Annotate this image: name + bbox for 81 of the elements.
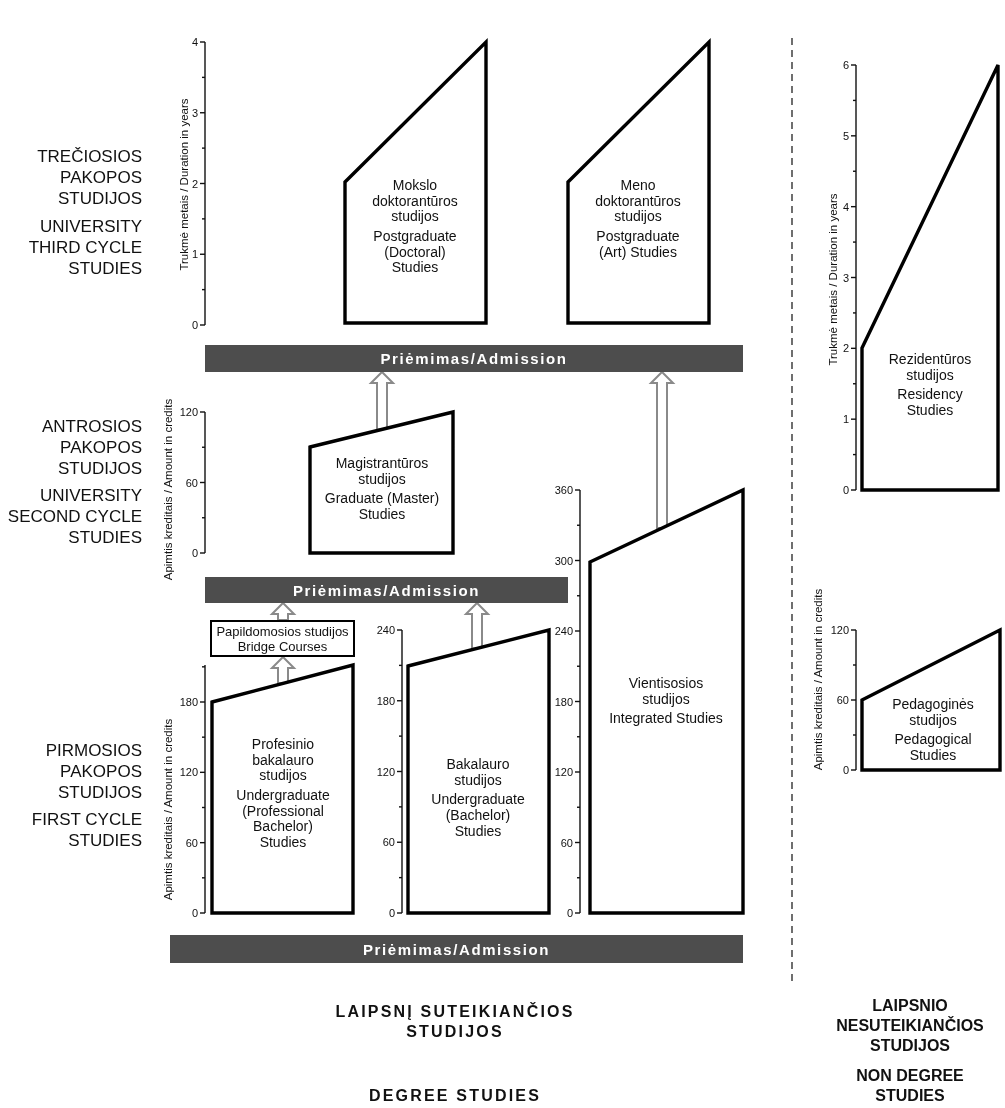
tick-label: 6 bbox=[841, 59, 849, 71]
node-text: Postgraduate (Doctoral) Studies bbox=[372, 229, 458, 277]
node-text: Pedagoginės studijos bbox=[891, 697, 975, 729]
level-heading: PIRMOSIOS PAKOPOS STUDIJOS bbox=[44, 740, 142, 803]
section-heading: NON DEGREE STUDIES bbox=[855, 1066, 965, 1106]
axis-title: Trukmė metais / Duration in years bbox=[177, 97, 191, 273]
node-text: Graduate (Master) Studies bbox=[323, 491, 441, 523]
study-shape bbox=[210, 663, 355, 915]
study-shape bbox=[308, 410, 455, 555]
axis-title: Apimtis kreditais / Amount in credits bbox=[161, 717, 175, 903]
arrow bbox=[648, 370, 676, 530]
study-shape bbox=[406, 628, 551, 915]
tick-label: 60 bbox=[184, 836, 198, 849]
tick-label: 0 bbox=[190, 319, 198, 331]
tick-label: 0 bbox=[565, 907, 573, 919]
tick-label: 180 bbox=[553, 695, 573, 708]
tick-label: 60 bbox=[835, 694, 849, 706]
tick-label: 240 bbox=[375, 624, 395, 636]
tick-label: 0 bbox=[190, 907, 198, 919]
bar-label: Priėmimas/Admission bbox=[362, 940, 551, 958]
admission-bar bbox=[205, 577, 568, 603]
tick-label: 120 bbox=[178, 766, 198, 779]
axis-title: Trukmė metais / Duration in years bbox=[826, 192, 840, 368]
tick-label: 120 bbox=[553, 766, 573, 778]
tick-label: 360 bbox=[553, 484, 573, 496]
node-text: Vientisosios studijos bbox=[627, 676, 705, 708]
node-text: Undergraduate (Bachelor) Studies bbox=[430, 792, 526, 840]
node-text: Mokslo doktorantūros studijos bbox=[371, 178, 459, 225]
tick-label: 1 bbox=[841, 413, 849, 426]
tick-label: 60 bbox=[381, 836, 395, 849]
node-text: Profesinio bakalauro studijos bbox=[250, 737, 316, 784]
tick-label: 5 bbox=[841, 129, 849, 142]
node-text: Meno doktorantūros studijos bbox=[594, 178, 682, 225]
node-text: Residency Studies bbox=[896, 387, 964, 419]
section-heading: DEGREE STUDIES bbox=[367, 1086, 543, 1106]
study-shape bbox=[566, 40, 711, 325]
study-shape bbox=[860, 63, 1000, 492]
node-text: Magistrantūros studijos bbox=[334, 456, 430, 488]
admission-bar bbox=[170, 935, 743, 963]
course-box bbox=[210, 620, 355, 657]
node-text: Rezidentūros studijos bbox=[887, 352, 973, 384]
level-heading: FIRST CYCLE STUDIES bbox=[30, 809, 142, 851]
tick-label: 4 bbox=[190, 36, 198, 48]
level-heading: ANTROSIOS PAKOPOS STUDIJOS bbox=[40, 416, 142, 479]
node-text: Postgraduate (Art) Studies bbox=[595, 229, 681, 261]
tick-label: 120 bbox=[178, 406, 198, 418]
tick-label: 60 bbox=[559, 836, 573, 849]
node-text: Pedagogical Studies bbox=[893, 732, 973, 764]
tick-label: 180 bbox=[178, 696, 198, 708]
level-heading: TREČIOSIOS PAKOPOS STUDIJOS bbox=[36, 146, 142, 209]
arrow bbox=[463, 601, 491, 650]
study-shape bbox=[860, 628, 1002, 772]
tick-label: 0 bbox=[841, 484, 849, 496]
tick-label: 300 bbox=[553, 554, 573, 567]
node-text: Bridge Courses bbox=[237, 638, 328, 654]
study-shape bbox=[343, 40, 488, 325]
node-text: Integrated Studies bbox=[608, 711, 724, 727]
tick-label: 120 bbox=[375, 765, 395, 778]
node-text: Bakalauro studijos bbox=[445, 757, 511, 789]
tick-label: 0 bbox=[190, 547, 198, 559]
arrow bbox=[269, 655, 297, 685]
level-heading: UNIVERSITY THIRD CYCLE STUDIES bbox=[27, 216, 142, 279]
axis-title: Apimtis kreditais / Amount in credits bbox=[161, 397, 175, 583]
tick-label: 120 bbox=[829, 624, 849, 636]
arrow bbox=[368, 370, 396, 431]
tick-label: 240 bbox=[553, 625, 573, 637]
admission-bar bbox=[205, 345, 743, 372]
tick-label: 60 bbox=[184, 476, 198, 489]
tick-label: 0 bbox=[387, 907, 395, 919]
section-heading: LAIPSNĮ SUTEIKIANČIOS STUDIJOS bbox=[334, 1002, 576, 1042]
study-shape bbox=[588, 488, 745, 915]
tick-label: 0 bbox=[841, 764, 849, 776]
bar-label: Priėmimas/Admission bbox=[292, 581, 481, 599]
node-text: Undergraduate (Professional Bachelor) Studies bbox=[235, 788, 331, 851]
node-text: Papildomosios studijos bbox=[216, 623, 349, 639]
arrow bbox=[269, 601, 297, 621]
axis-title: Apimtis kreditais / Amount in credits bbox=[811, 587, 825, 773]
section-heading: LAIPSNIO NESUTEIKIANČIOS STUDIJOS bbox=[835, 996, 985, 1056]
bar-label: Priėmimas/Admission bbox=[380, 350, 568, 367]
tick-label: 180 bbox=[375, 694, 395, 707]
level-heading: UNIVERSITY SECOND CYCLE STUDIES bbox=[7, 485, 142, 548]
